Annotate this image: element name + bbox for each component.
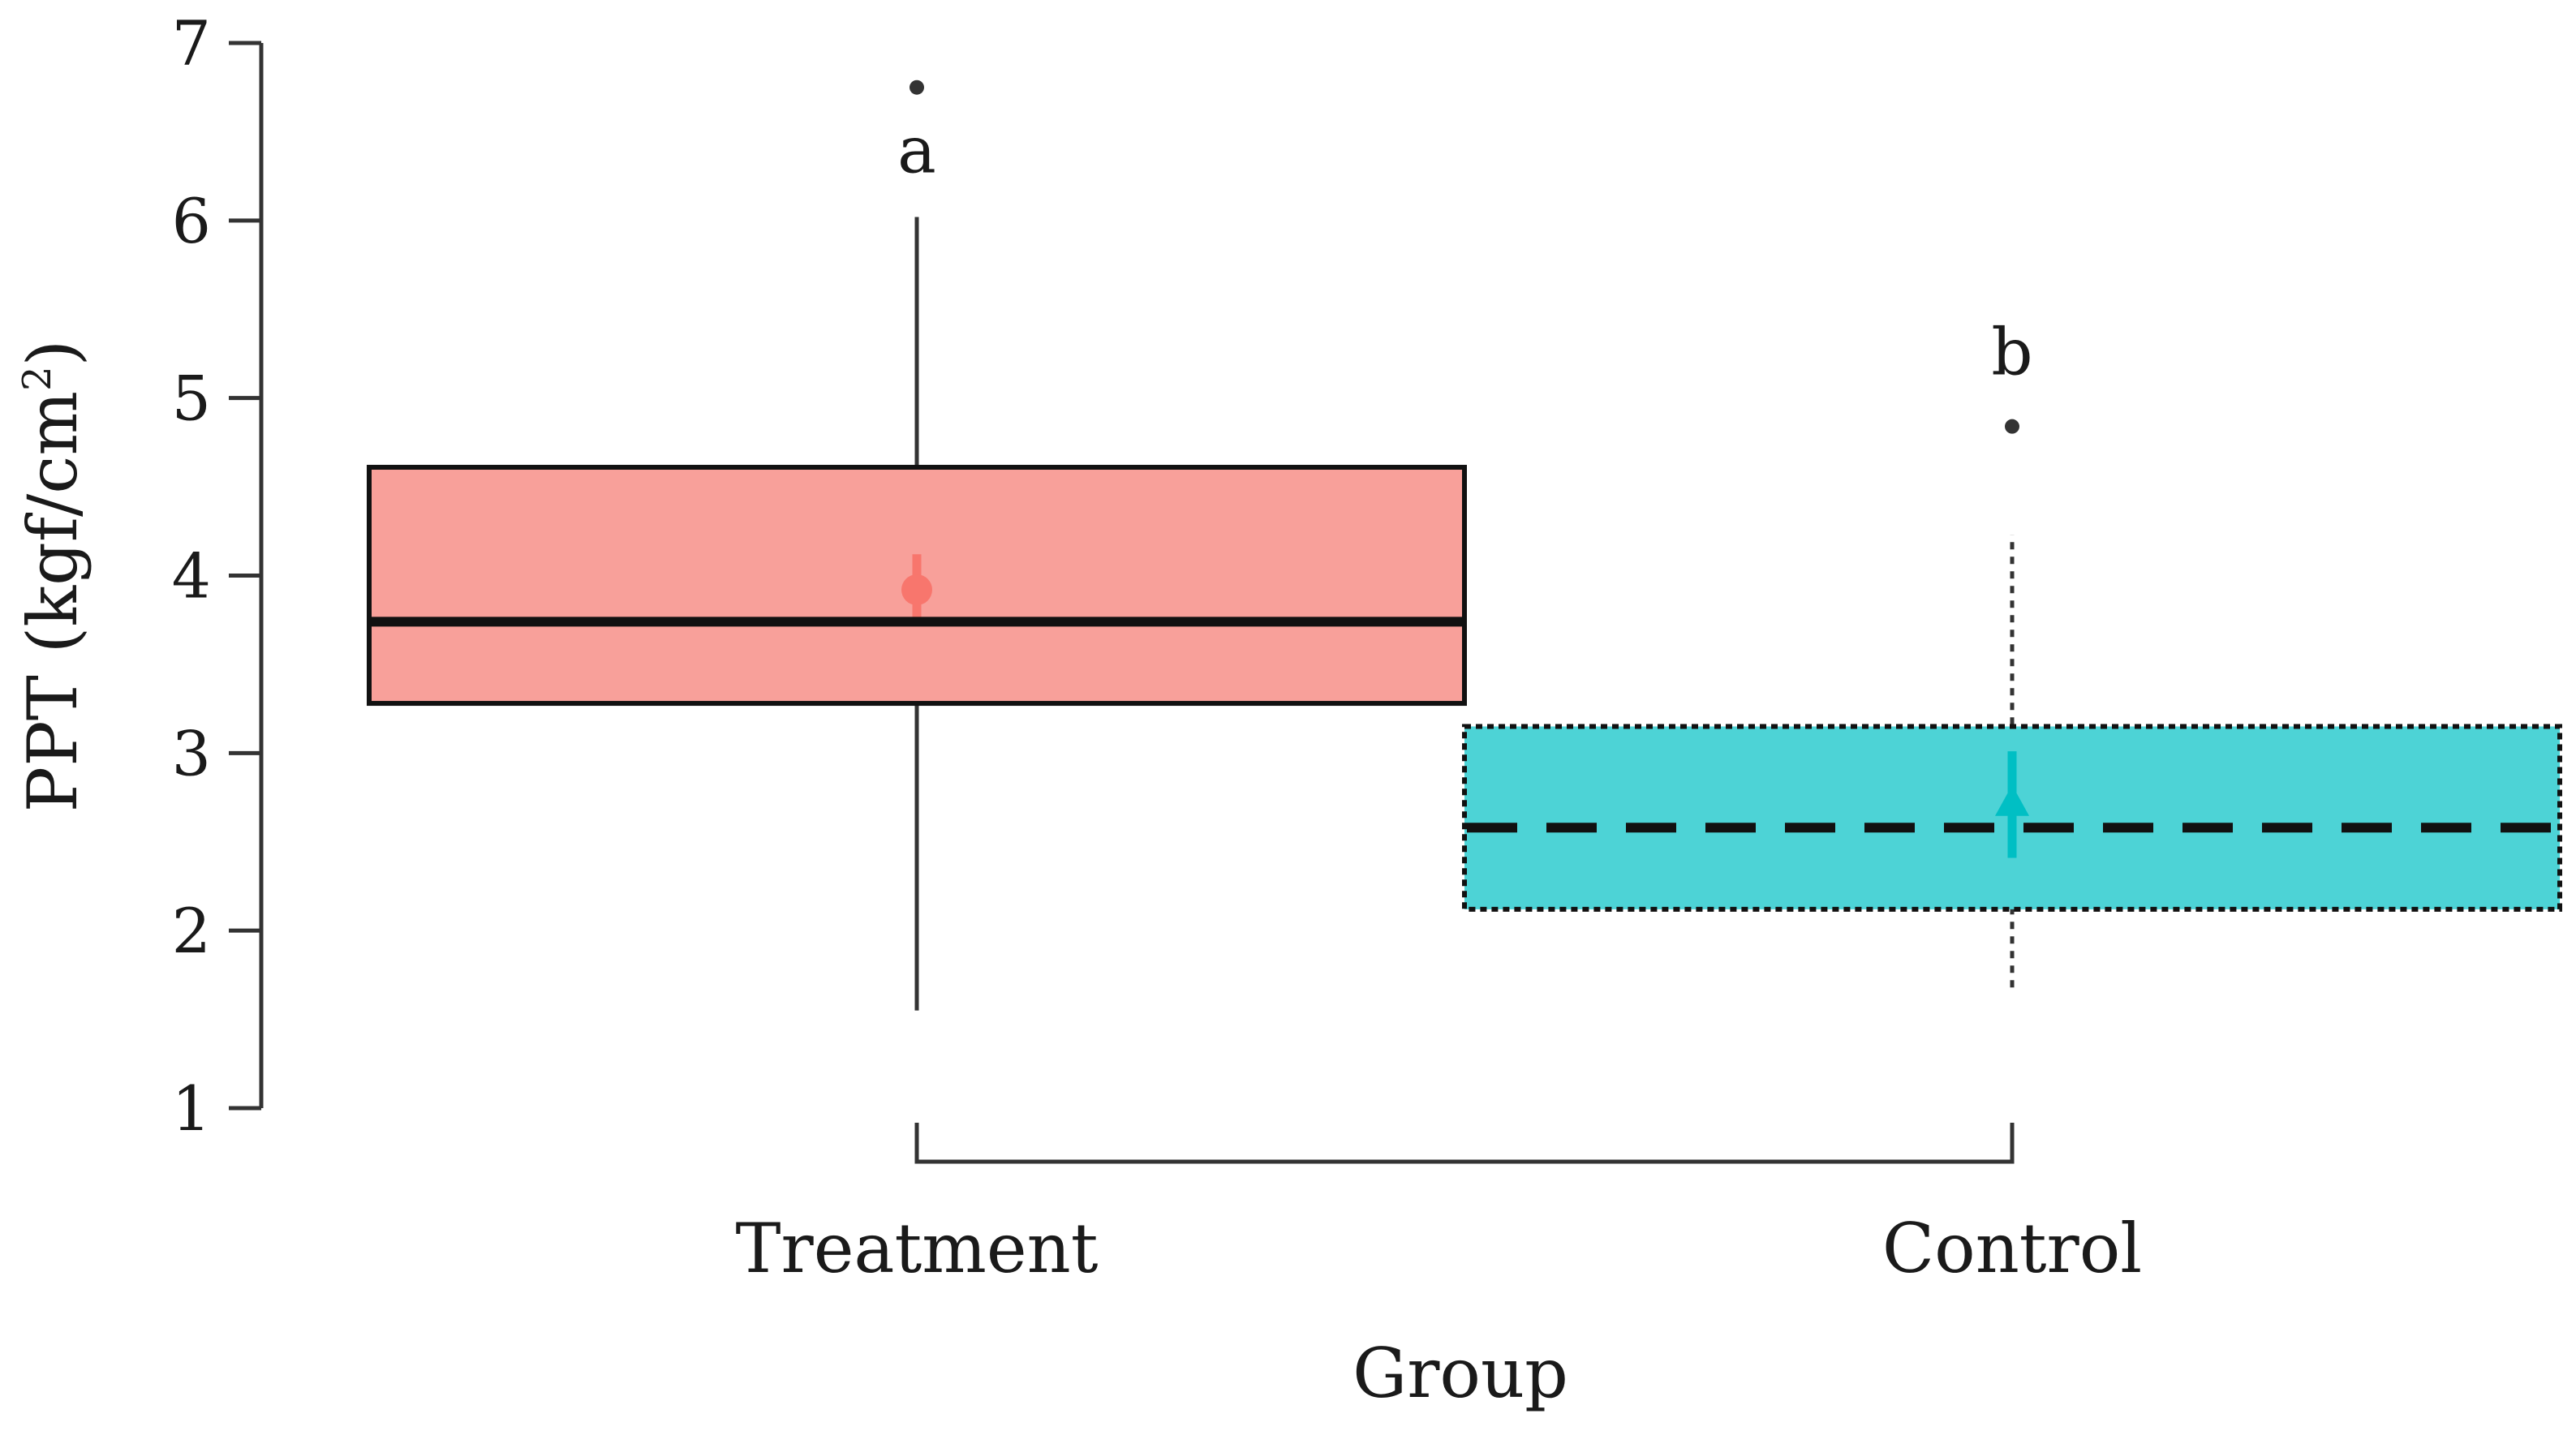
y-tick-label-3: 3	[172, 717, 211, 789]
y-axis-title: PPT (kgf/cm2)	[13, 340, 92, 813]
y-tick-label-1: 1	[172, 1072, 211, 1145]
y-axis-title-superscript: 2	[15, 366, 60, 391]
mean-marker-control	[1995, 784, 2029, 816]
x-axis	[914, 1123, 2015, 1164]
outlier-treatment-0	[910, 80, 924, 95]
box-group-control: b	[1462, 315, 2562, 988]
box-group-treatment: a	[367, 80, 1467, 1011]
mean-marker-treatment	[901, 574, 932, 606]
boxes: ab	[367, 80, 2562, 1011]
y-tick-label-2: 2	[172, 895, 211, 967]
labels: Treatment Control	[736, 1209, 2143, 1288]
x-tick-label-treatment: Treatment	[736, 1209, 1099, 1288]
y-axis-title-suffix: )	[13, 340, 92, 367]
y-tick-label-7: 7	[172, 7, 211, 80]
y-axis-title-main: PPT (kgf/cm	[13, 391, 92, 812]
outlier-control-0	[2005, 419, 2019, 434]
y-tick-label-6: 6	[172, 185, 211, 257]
box-treatment	[367, 465, 1467, 707]
significance-letter-treatment: a	[897, 113, 936, 188]
y-tick-label-4: 4	[172, 540, 211, 612]
significance-letter-control: b	[1991, 315, 2032, 390]
x-axis-title: Group	[1353, 1334, 1568, 1413]
y-tick-label-5: 5	[172, 363, 211, 435]
x-tick-label-control: Control	[1882, 1209, 2142, 1288]
x-axis-bracket	[914, 1123, 2015, 1164]
y-axis: 1 2 3 4 5 6 7	[172, 7, 264, 1145]
